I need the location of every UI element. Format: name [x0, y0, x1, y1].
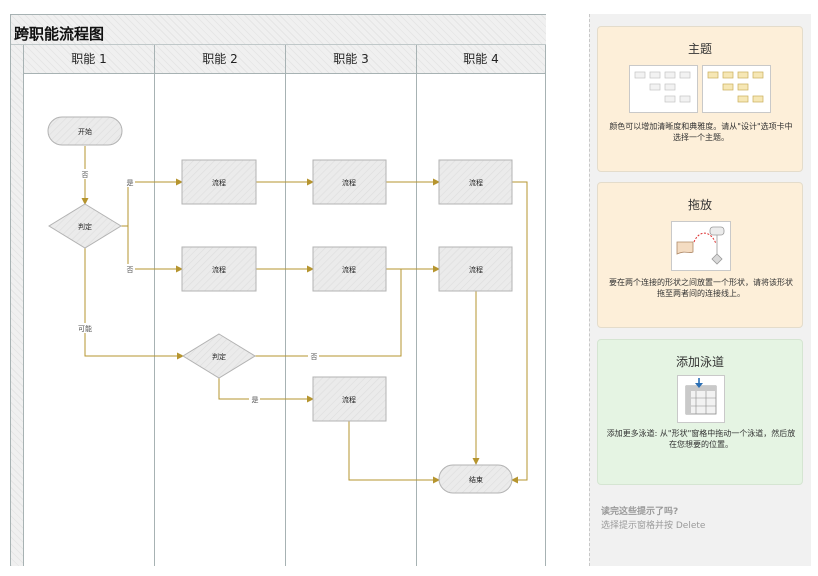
lane-header-2[interactable]: 职能 2 [155, 45, 286, 74]
edge-label-maybe: 可能 [78, 324, 92, 333]
theme-thumbnail-plain[interactable] [629, 65, 698, 113]
swimlane-2[interactable] [155, 74, 286, 566]
theme-plain-preview-icon [634, 71, 691, 103]
lane-header-1[interactable]: 职能 1 [24, 45, 155, 74]
process-lane3-a[interactable] [312, 159, 387, 205]
decision-2-label: 判定 [212, 352, 226, 361]
process-lane2-a-label: 流程 [212, 178, 226, 187]
connector-l3c-to-end[interactable] [348, 421, 440, 484]
edge-label-no-3: 否 [311, 353, 318, 361]
process-lane4-b-label: 流程 [469, 265, 483, 274]
process-lane2-b[interactable] [181, 246, 257, 292]
connector-yes-to-process-l2a[interactable] [121, 178, 183, 227]
tip-theme-title: 主题 [687, 42, 712, 56]
tip-card-drag-drop[interactable]: 拖放 要在两个连接的形状之间放置一个形状，请将该形状拖至两者间的连接线上。 [597, 182, 803, 328]
tip-card-theme[interactable]: 主题 颜色可以增加清晰度和典雅度。请从"设计"选 [597, 26, 803, 172]
process-lane2-a[interactable] [181, 159, 257, 205]
drag-drop-illustration [671, 221, 731, 271]
swimlane-3[interactable] [286, 74, 417, 566]
tip-addlane-description: 添加更多泳道: 从"形状"窗格中拖动一个泳道，然后放在您想要的位置。 [606, 429, 796, 449]
process-lane3-b[interactable] [312, 246, 387, 292]
lane-side-strip [11, 45, 24, 566]
add-lane-illustration [677, 375, 725, 423]
tips-close-hint: 选择提示窗格并按 Delete [601, 521, 706, 531]
connector-maybe-to-decision2[interactable] [84, 248, 184, 360]
flowchart-shapes: 开始 判定 流程 流程 流程 流程 流程 流程 判定 流程 结束 否 是 否 [47, 116, 528, 494]
edge-label-yes-1: 是 [127, 179, 134, 187]
start-label: 开始 [78, 127, 92, 136]
process-lane4-a[interactable] [438, 159, 513, 205]
tip-addlane-title: 添加泳道 [675, 355, 724, 369]
decision-1-label: 判定 [78, 222, 92, 231]
tip-card-add-lane[interactable]: 添加泳道 添加更多泳道: 从"形状"窗格中拖动一个泳道，然后放在您想要的位置。 [597, 339, 803, 485]
end-terminator[interactable] [438, 464, 513, 494]
theme-colored-preview-icon [707, 71, 764, 103]
lane-header-4[interactable]: 职能 4 [417, 45, 546, 74]
connector-decision2-yes[interactable] [218, 378, 314, 403]
decision-1[interactable] [48, 203, 122, 249]
start-terminator[interactable] [47, 116, 123, 146]
tips-done-question: 读完这些提示了吗? [601, 507, 679, 517]
process-lane3-c-label: 流程 [342, 395, 356, 404]
drag-drop-icon [676, 226, 725, 265]
process-lane2-b-label: 流程 [212, 265, 226, 274]
process-lane4-b[interactable] [438, 246, 513, 292]
tips-pane[interactable]: 主题 颜色可以增加清晰度和典雅度。请从"设计"选 [589, 14, 811, 566]
diagram-title-bar[interactable]: 跨职能流程图 [11, 15, 546, 45]
theme-thumbnail-colored[interactable] [702, 65, 771, 113]
tip-theme-description: 颜色可以增加清晰度和典雅度。请从"设计"选项卡中选择一个主题。 [609, 122, 793, 142]
connector-l4a-to-end[interactable] [511, 181, 528, 484]
add-swimlane-icon [685, 378, 717, 415]
edge-label-no-1: 否 [82, 171, 89, 179]
tip-dragdrop-description: 要在两个连接的形状之间放置一个形状，请将该形状拖至两者间的连接线上。 [609, 278, 793, 298]
decision-2[interactable] [182, 333, 256, 379]
tip-dragdrop-title: 拖放 [687, 198, 712, 212]
edge-label-no-2: 否 [127, 266, 134, 274]
process-lane3-a-label: 流程 [342, 178, 356, 187]
swimlane-1[interactable] [24, 74, 155, 566]
lane-header-3[interactable]: 职能 3 [286, 45, 417, 74]
process-lane3-c[interactable] [312, 376, 387, 422]
drawing-canvas[interactable]: 跨职能流程图 职能 1 职能 2 职能 3 职能 4 [0, 0, 590, 576]
connector-no-to-process-l2b[interactable] [127, 226, 183, 273]
diagram-title[interactable]: 跨职能流程图 [14, 25, 105, 43]
end-label: 结束 [469, 475, 483, 484]
edge-label-yes-2: 是 [252, 396, 259, 404]
process-lane4-a-label: 流程 [469, 178, 483, 187]
process-lane3-b-label: 流程 [342, 265, 356, 274]
connector-decision2-no[interactable] [255, 269, 402, 357]
cross-functional-flowchart[interactable]: 跨职能流程图 职能 1 职能 2 职能 3 职能 4 [10, 14, 546, 566]
